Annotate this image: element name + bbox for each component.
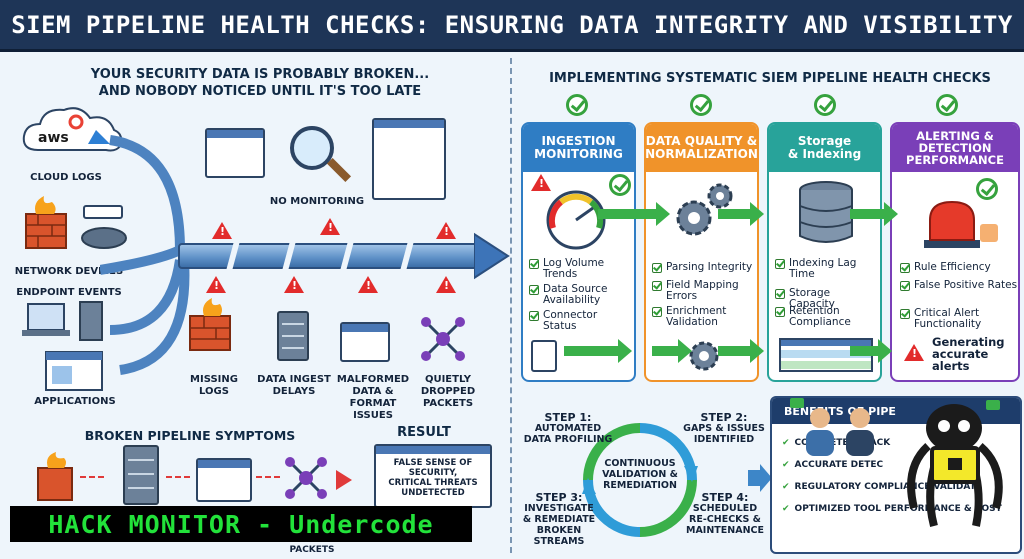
check-icon (609, 174, 631, 196)
dashed-arrow (80, 476, 104, 478)
gears-icon (676, 183, 733, 236)
flow-arrow (850, 339, 892, 363)
column-data-quality: DATA QUALITY &NORMALIZATION Parsing Inte… (644, 122, 759, 382)
warning-icon (284, 276, 304, 293)
gauge-icon (546, 190, 606, 250)
hack-monitor-banner: HACK MONITOR - Undercode (10, 506, 472, 542)
firewall-router-icon (25, 196, 127, 249)
check-item: Field Mapping Errors (652, 280, 756, 302)
benefit-item: ✔REGULATORY COMPLIANCE VALIDATI (782, 482, 980, 492)
brick-firewall-icon (189, 298, 231, 351)
benefit-item: ✔OPTIMIZED TOOL PERFORMANCE & COST (782, 504, 1002, 514)
check-item: Connector Status (529, 310, 633, 332)
cycle-arrows (582, 423, 698, 537)
network-nodes-icon (285, 457, 327, 499)
magnifier-icon (290, 126, 334, 170)
flow-arrow (850, 202, 898, 226)
symptoms-title: BROKEN PIPELINE SYMPTOMS (84, 428, 296, 443)
dashed-arrow (166, 476, 190, 478)
benefit-item: ✔ACCURATE DETEC (782, 460, 884, 470)
siren-icon (924, 200, 998, 248)
warning-icon (531, 174, 551, 191)
left-subtitle: YOUR SECURITY DATA IS PROBABLY BROKEN...… (90, 67, 430, 99)
check-item: Log Volume Trends (529, 258, 633, 280)
result-arrow (336, 470, 352, 490)
check-icon (936, 94, 958, 116)
warning-icon (320, 218, 340, 235)
check-item: Data Source Availability (529, 284, 633, 306)
no-monitoring-label: NO MONITORING (269, 196, 365, 207)
flow-arrow (598, 202, 670, 226)
benefits-arrow (748, 464, 772, 492)
server-icon (277, 311, 309, 361)
section-divider (510, 58, 512, 553)
cloud-logs-label: CLOUD LOGS (30, 172, 102, 183)
laptop-server-icon (22, 301, 103, 341)
pipeline-arrow-head (474, 232, 510, 280)
endpoint-events-label: ENDPOINT EVENTS (16, 287, 122, 298)
network-devices-label: NETWORK DEVICES (14, 266, 124, 277)
check-item: Indexing Lag Time (775, 258, 879, 280)
column-storage: Storage& Indexing Indexing Lag Time Stor… (767, 122, 882, 382)
broken-pipeline (178, 243, 480, 269)
malformed-window-icon (196, 458, 252, 502)
dashed-arrow (256, 476, 280, 478)
server-icon (123, 445, 159, 505)
flow-arrow (652, 339, 692, 363)
octopus-hacker-icon (907, 404, 1003, 528)
warning-icon (436, 276, 456, 293)
aws-logo: aws (38, 130, 69, 146)
check-item: Parsing Integrity (652, 262, 756, 273)
monitor-window-icon (205, 128, 265, 178)
magnifier-handle-icon (326, 157, 352, 183)
check-item: Rule Efficiency (900, 262, 1018, 273)
check-icon (690, 94, 712, 116)
cycle-step-3: STEP 3: INVESTIGATE & REMEDIATE BROKEN S… (522, 491, 596, 547)
team-avatars (790, 398, 1000, 456)
check-icon (976, 178, 998, 200)
check-item: Retention Compliance (775, 306, 879, 328)
benefit-item: ✔COMPLETE ATTACK (782, 438, 891, 448)
cycle-center: CONTINUOUS VALIDATION & REMEDIATION (602, 458, 678, 491)
recycle-doc-icon (531, 340, 557, 372)
network-nodes-icon (421, 317, 465, 361)
flow-arrow (718, 202, 764, 226)
check-item: Critical Alert Functionality (900, 308, 1018, 330)
packets-fragment: PACKETS (289, 545, 335, 555)
result-box: FALSE SENSE OF SECURITY, CRITICAL THREAT… (374, 444, 492, 508)
page-title: SIEM PIPELINE HEALTH CHECKS: ENSURING DA… (11, 10, 1013, 39)
right-subtitle: IMPLEMENTING SYSTEMATIC SIEM PIPELINE HE… (549, 71, 991, 86)
database-icon (799, 181, 853, 243)
check-item: Enrichment Validation (652, 306, 756, 328)
check-item: False Positive Rates (900, 280, 1018, 291)
brick-firewall-icon (37, 452, 73, 501)
check-icon (566, 94, 588, 116)
malformed-window-icon (340, 322, 390, 362)
warning-icon (212, 222, 232, 239)
flow-arrow (718, 339, 764, 363)
warning-icon (436, 222, 456, 239)
cycle-step-4: STEP 4: SCHEDULED RE-CHECKS & MAINTENANC… (686, 491, 764, 536)
cycle-step-1: STEP 1: AUTOMATED DATA PROFILING (523, 411, 613, 445)
result-title: RESULT (397, 425, 451, 440)
cycle-step-2: STEP 2: GAPS & ISSUES IDENTIFIED (683, 411, 765, 445)
check-icon (814, 94, 836, 116)
feed-pipes (100, 135, 190, 375)
warning-icon (206, 276, 226, 293)
applications-label: APPLICATIONS (34, 396, 116, 407)
header-banner: SIEM PIPELINE HEALTH CHECKS: ENSURING DA… (0, 0, 1024, 52)
alert-note: Generating accurate alerts (932, 335, 1005, 373)
checklist-window-icon (372, 118, 446, 200)
check-item: Storage Capacity (775, 288, 879, 310)
flow-arrow (564, 339, 632, 363)
warning-icon (904, 344, 924, 361)
warning-icon (358, 276, 378, 293)
application-window-icon (45, 351, 103, 391)
